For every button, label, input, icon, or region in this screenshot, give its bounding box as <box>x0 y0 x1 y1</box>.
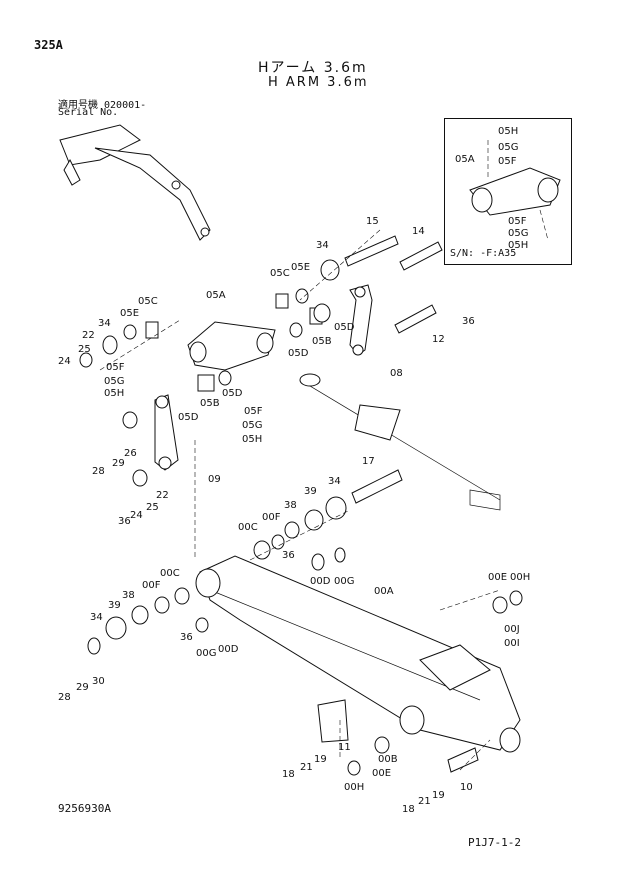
cylinder <box>299 373 501 511</box>
callout-38: 38 <box>284 500 297 511</box>
callout-39: 39 <box>304 486 317 497</box>
pins <box>317 235 479 773</box>
callout-22: 22 <box>156 490 169 501</box>
callout-24: 24 <box>58 356 71 367</box>
inset-callout-05g: 05G <box>508 228 528 239</box>
callout-00g: 00G <box>196 648 216 659</box>
callout-28: 28 <box>58 692 71 703</box>
machine-thumbnail <box>59 124 211 241</box>
callout-36: 36 <box>118 516 131 527</box>
callout-26: 26 <box>124 448 137 459</box>
callout-24: 24 <box>130 510 143 521</box>
callout-12: 12 <box>432 334 445 345</box>
inset-serial-note: S/N: -F:A35 <box>450 248 517 259</box>
callout-36: 36 <box>180 632 193 643</box>
page-reference: P1J7-1-2 <box>468 836 521 849</box>
callout-05c: 05C <box>138 296 158 307</box>
callout-05b: 05B <box>312 336 332 347</box>
callout-11: 11 <box>338 742 351 753</box>
callout-15: 15 <box>366 216 379 227</box>
inset-bracket-drawing <box>469 140 561 241</box>
callout-00d: 00D <box>310 576 331 587</box>
callout-05c: 05C <box>270 268 290 279</box>
drawing-code: 9256930A <box>58 802 111 815</box>
callout-00h: 00H <box>510 572 530 583</box>
callout-00f: 00F <box>142 580 161 591</box>
inset-callout-05f: 05F <box>498 156 517 167</box>
callout-29: 29 <box>76 682 89 693</box>
callout-21: 21 <box>418 796 431 807</box>
callout-30: 30 <box>92 676 105 687</box>
callout-05e: 05E <box>120 308 139 319</box>
inset-callout-05a: 05A <box>455 154 475 165</box>
callout-36: 36 <box>282 550 295 561</box>
callout-34: 34 <box>328 476 341 487</box>
callout-34: 34 <box>90 612 103 623</box>
callout-19: 19 <box>314 754 327 765</box>
callout-36: 36 <box>462 316 475 327</box>
callout-05d: 05D <box>178 412 199 423</box>
callout-00f: 00F <box>262 512 281 523</box>
callout-17: 17 <box>362 456 375 467</box>
callout-25: 25 <box>78 344 91 355</box>
assembly-lines <box>99 229 501 771</box>
callout-00h: 00H <box>344 782 364 793</box>
callout-05h: 05H <box>242 434 262 445</box>
callout-00c: 00C <box>160 568 180 579</box>
callout-00d: 00D <box>218 644 239 655</box>
callout-00b: 00B <box>378 754 398 765</box>
callout-18: 18 <box>282 769 295 780</box>
callout-05d: 05D <box>334 322 355 333</box>
serial-label-english: Serial No. <box>58 107 119 118</box>
callout-14: 14 <box>412 226 425 237</box>
callout-21: 21 <box>300 762 313 773</box>
inset-callout-05f: 05F <box>508 216 527 227</box>
inset-callout-05h: 05H <box>498 126 518 137</box>
bushings <box>79 259 523 776</box>
callout-25: 25 <box>146 502 159 513</box>
callout-00j: 00J <box>504 624 520 635</box>
callout-00i: 00I <box>504 638 520 649</box>
callout-09: 09 <box>208 474 221 485</box>
callout-00e: 00E <box>372 768 391 779</box>
callout-00e: 00E <box>488 572 507 583</box>
callout-10: 10 <box>460 782 473 793</box>
callout-19: 19 <box>432 790 445 801</box>
callout-labels: 15143405E05C361205A05C05E05D05B05D082234… <box>58 216 530 815</box>
callout-00g: 00G <box>334 576 354 587</box>
inset-detail-box <box>444 118 572 265</box>
inset-callout-05h: 05H <box>508 240 528 251</box>
callout-00c: 00C <box>238 522 258 533</box>
callout-18: 18 <box>402 804 415 815</box>
callout-34: 34 <box>316 240 329 251</box>
callout-39: 39 <box>108 600 121 611</box>
callout-22: 22 <box>82 330 95 341</box>
callout-29: 29 <box>112 458 125 469</box>
callout-05d: 05D <box>222 388 243 399</box>
serial-label-japanese: 適用号機 020001- <box>58 100 147 111</box>
callout-05b: 05B <box>200 398 220 409</box>
inset-callout-05g: 05G <box>498 142 518 153</box>
callout-05g: 05G <box>242 420 262 431</box>
title-japanese: Hアーム 3.6m <box>258 60 368 76</box>
callout-05f: 05F <box>106 362 125 373</box>
callout-05a: 05A <box>206 290 226 301</box>
arm-body <box>195 555 521 753</box>
callout-05h: 05H <box>104 388 124 399</box>
links <box>154 284 373 471</box>
callout-05d: 05D <box>288 348 309 359</box>
callout-05e: 05E <box>291 262 310 273</box>
callout-08: 08 <box>390 368 403 379</box>
callout-05f: 05F <box>244 406 263 417</box>
callout-28: 28 <box>92 466 105 477</box>
callout-00a: 00A <box>374 586 394 597</box>
model-number: 325A <box>34 38 63 52</box>
callout-34: 34 <box>98 318 111 329</box>
title-english: H ARM 3.6m <box>268 75 369 90</box>
callout-05g: 05G <box>104 376 124 387</box>
callout-38: 38 <box>122 590 135 601</box>
